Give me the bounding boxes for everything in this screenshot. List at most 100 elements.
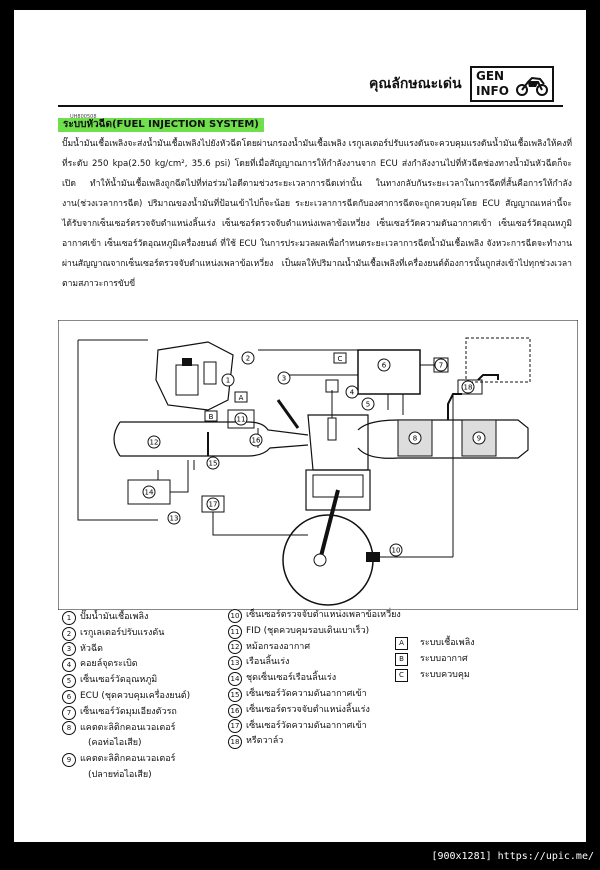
callout-circle <box>206 456 220 470</box>
fid-box <box>227 409 255 429</box>
air-cleaner-right <box>465 337 531 383</box>
legend-item: 2 เรกูเลเตอร์ปรับแรงดัน <box>62 626 190 642</box>
callout-label: 3 <box>282 375 286 383</box>
legend-letter: C <box>395 668 408 682</box>
callout-label: 7 <box>439 362 443 370</box>
system-letter-label: B <box>209 413 214 421</box>
manual-page: คุณลักษณะเด่น GEN INFO UH800508 ระบบหัวฉ… <box>14 10 586 842</box>
legend-text: ระบบอากาศ <box>420 653 468 664</box>
legend-item: C ระบบควบคุม <box>395 668 475 684</box>
legend-text: เซ็นเซอร์วัดอุณหภูมิ <box>80 675 158 686</box>
legend-text: หัวฉีด <box>80 643 103 654</box>
badge-line-2: INFO <box>476 84 509 98</box>
callout-label: 16 <box>252 437 261 445</box>
callout-label: 9 <box>477 435 481 443</box>
callout-circle <box>434 358 448 372</box>
callout-circle <box>241 351 255 365</box>
system-letter-label: C <box>338 355 343 363</box>
callout-circle <box>408 431 422 445</box>
legend-text: FID (ชุดควบคุมรอบเดินเบาเร็ว) <box>246 625 370 636</box>
legend-number: 13 <box>228 656 242 671</box>
legend-number: 12 <box>228 640 242 655</box>
callout-circle <box>234 412 248 426</box>
legend-text: หรีดวาล์ว <box>246 736 284 747</box>
callout-label: 1 <box>226 377 230 385</box>
cylinder <box>305 469 371 511</box>
callout-label: 14 <box>145 489 154 497</box>
callout-label: 12 <box>150 439 159 447</box>
legend-item: B ระบบอากาศ <box>395 652 475 668</box>
legend-item: 3 หัวฉีด <box>62 642 190 658</box>
gen-info-badge: GEN INFO <box>470 66 554 102</box>
callout-label: 2 <box>246 355 250 363</box>
callout-label: 13 <box>170 515 179 523</box>
legend-text: เซ็นเซอร์วัดความดันอากาศเข้า <box>246 688 367 699</box>
legend-letter: B <box>395 653 408 667</box>
fuel-tank <box>155 341 234 411</box>
legend-text: เซ็นเซอร์ตรวจจับตำแหน่งเพลาข้อเหวี่ยง <box>246 610 401 620</box>
callout-label: 10 <box>392 547 401 555</box>
callout-circle <box>142 485 156 499</box>
legend-item: 16 เซ็นเซอร์ตรวจจับตำแหน่งลิ้นเร่ง <box>228 703 401 719</box>
callout-label: 4 <box>350 389 355 397</box>
legend-text: เซ็นเซอร์วัดความดันอากาศเข้า <box>246 720 367 731</box>
legend-subtext: (ปลายท่อไอเสีย) <box>88 769 152 780</box>
exhaust-pipe <box>357 419 529 459</box>
legend-text: ECU (ชุดควบคุมเครื่องยนต์) <box>80 690 191 701</box>
callout-label: 6 <box>382 362 387 370</box>
legend-number: 2 <box>62 626 76 641</box>
legend-item: 18 หรีดวาล์ว <box>228 734 401 750</box>
legend-number: 5 <box>62 674 76 689</box>
legend-subtext: (คอท่อไอเสีย) <box>88 738 142 749</box>
legend-letter: A <box>395 637 408 651</box>
system-letter-label: A <box>239 394 244 402</box>
diagram-frame <box>58 320 578 610</box>
callout-circle <box>277 371 291 385</box>
header-rule <box>58 105 563 107</box>
callout-circle <box>345 385 359 399</box>
badge-line-1: GEN <box>476 69 505 83</box>
legend-text: เซ็นเซอร์วัดมุมเอียงตัวรถ <box>80 706 177 717</box>
legend-number: 3 <box>62 642 76 657</box>
legend-item: 11 FID (ชุดควบคุมรอบเดินเบาเร็ว) <box>228 624 401 640</box>
callout-circle <box>377 358 391 372</box>
regulator <box>203 361 217 385</box>
callout-label: 17 <box>209 501 218 509</box>
legend-text: แคตตะลิติกคอนเวอเตอร์ <box>80 722 176 733</box>
doc-code: UH800508 <box>70 114 97 120</box>
callout-circle <box>167 511 181 525</box>
watermark: [900x1281] https://upic.me/ <box>431 851 594 862</box>
callout-circle <box>389 543 403 557</box>
callout-label: 15 <box>209 460 218 468</box>
legend-number: 11 <box>228 624 242 639</box>
crank-sensor <box>366 552 380 562</box>
callout-circle <box>472 431 486 445</box>
legend-number: 18 <box>228 735 242 750</box>
callout-label: 8 <box>413 435 417 443</box>
section-heading: ระบบหัวฉีด(FUEL INJECTION SYSTEM) <box>58 118 264 132</box>
ignition-coil <box>325 379 339 393</box>
legend-text: ปั๊มน้ำมันเชื้อเพลิง <box>80 612 149 622</box>
legend-text: ระบบควบคุม <box>420 669 470 680</box>
legend-text: เซ็นเซอร์ตรวจจับตำแหน่งลิ้นเร่ง <box>246 704 370 715</box>
legend-number: 16 <box>228 703 242 718</box>
legend-text: หม้อกรองอากาศ <box>246 641 311 652</box>
callout-circle <box>361 397 375 411</box>
legend-text: เรกูเลเตอร์ปรับแรงดัน <box>80 627 165 638</box>
converter-9-box <box>461 419 497 457</box>
fuel-pump-top <box>182 358 192 366</box>
legend-item: 13 เรือนลิ้นเร่ง <box>228 655 401 671</box>
legend-text: เรือนลิ้นเร่ง <box>246 657 290 668</box>
reed-valve <box>457 379 483 395</box>
callout-label: 18 <box>464 384 473 392</box>
